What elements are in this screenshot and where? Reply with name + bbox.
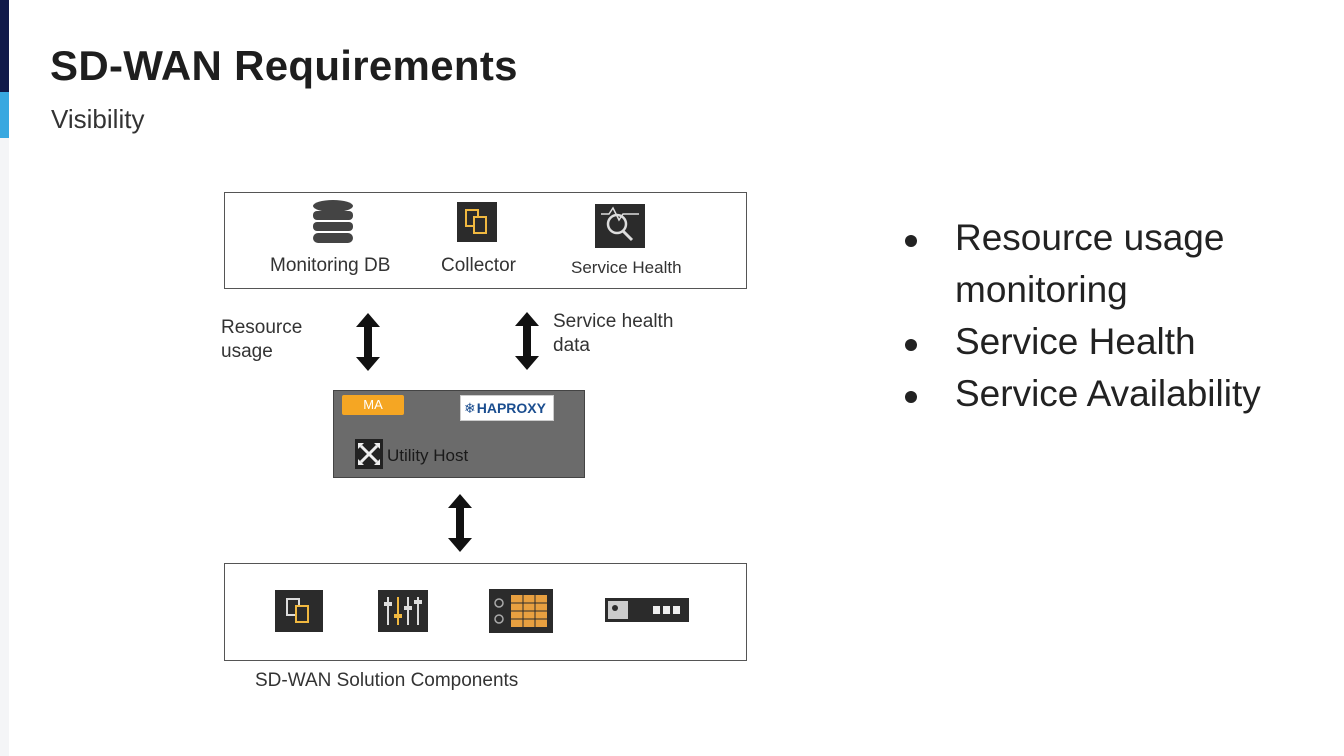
components-caption: SD-WAN Solution Components [255,670,519,691]
bullet-service-health: Service Health [900,316,1335,368]
service-health-arrow [515,312,539,370]
accent-bar-dark [0,0,9,92]
appliance-icon [605,598,689,622]
haproxy-icon: ❄ [464,400,476,416]
accent-bar-rest [0,138,9,756]
dashboard-icon [489,589,553,633]
sliders-icon [378,590,428,632]
monitoring-box: Monitoring DB Collector Service Health [224,192,747,289]
bullet-resource-usage: Resource usage monitoring [900,212,1335,316]
utility-host-label: Utility Host [387,446,469,465]
collector-icon [457,202,497,242]
service-health-label: Service Health [571,258,682,277]
utility-host-icon [355,439,383,469]
database-icon [313,200,353,243]
components-box [224,563,747,661]
resource-usage-label: Resource usage [221,317,303,362]
components-icon [275,590,323,632]
bullet-list: Resource usage monitoring Service Health… [900,212,1335,420]
ma-badge: MA [342,395,404,415]
utility-host-box: MA ❄HAPROXY Utility Host [333,390,585,478]
slide-title: SD-WAN Requirements [50,42,518,89]
monitoring-db-label: Monitoring DB [270,255,391,276]
service-health-icon [595,204,645,248]
accent-bar-light [0,92,9,138]
haproxy-logo: ❄HAPROXY [460,395,554,421]
bullet-service-availability: Service Availability [900,368,1335,420]
slide-subtitle: Visibility [51,104,145,134]
service-health-data-label: Service health data [553,311,674,356]
resource-usage-arrow [356,313,380,371]
components-arrow [448,494,472,552]
collector-label: Collector [441,255,516,276]
